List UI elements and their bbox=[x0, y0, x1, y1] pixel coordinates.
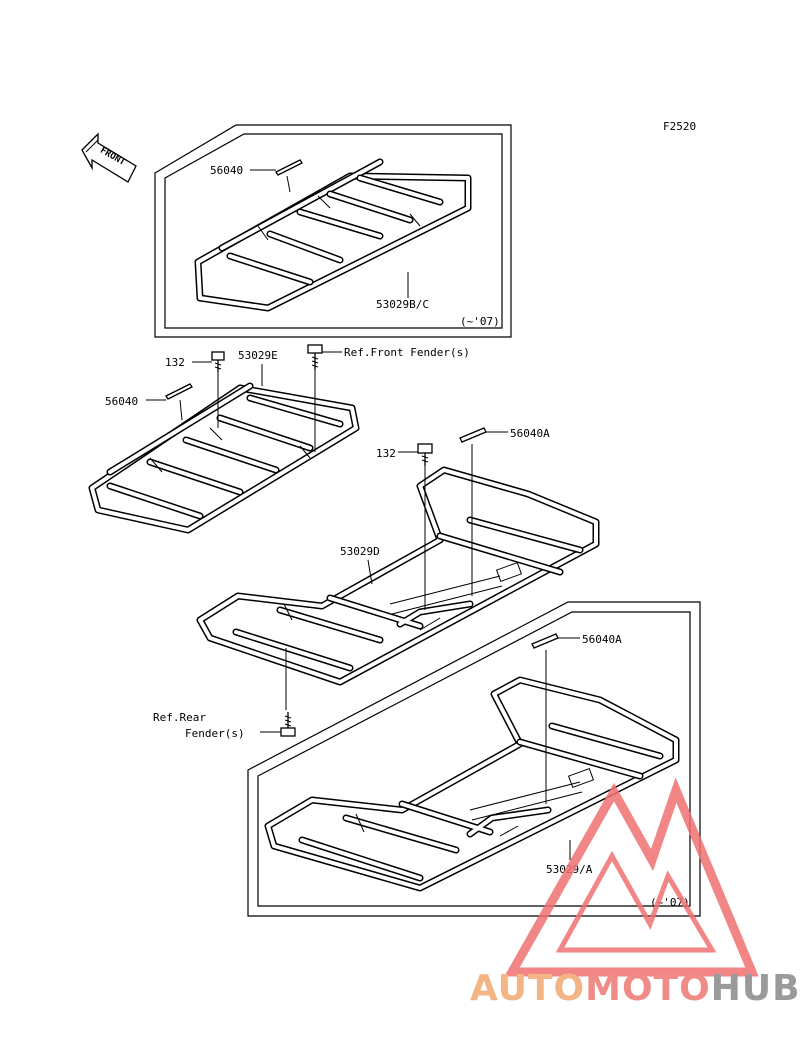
label-53029e: 53029E bbox=[238, 349, 278, 362]
front-arrow-label: FRONT bbox=[98, 146, 127, 168]
figure-code: F2520 bbox=[663, 120, 696, 133]
watermark-part2: MOTO bbox=[585, 968, 711, 1009]
top-inset-frame bbox=[154, 124, 512, 338]
watermark-part3: HUB bbox=[711, 968, 800, 1009]
front-direction-arrow-icon: FRONT bbox=[81, 132, 137, 183]
carrier-rack-rear bbox=[196, 466, 600, 686]
label-ref-rear-line2: Fender(s) bbox=[185, 727, 245, 740]
decal-56040-top bbox=[275, 159, 303, 176]
bolt-132-front-icon bbox=[211, 351, 225, 372]
label-56040a-rear: 56040A bbox=[510, 427, 550, 440]
carrier-rack-top-inset bbox=[194, 158, 472, 312]
bolt-ref-rear-fender-icon bbox=[280, 712, 296, 737]
label-132-front: 132 bbox=[165, 356, 185, 369]
bottom-inset-frame bbox=[247, 601, 701, 917]
decal-56040-front bbox=[165, 383, 193, 400]
carrier-rack-front bbox=[88, 382, 360, 534]
note-top-inset: (~'07) bbox=[460, 315, 500, 328]
carrier-rack-bottom-inset bbox=[264, 676, 680, 892]
watermark-logo-icon bbox=[504, 777, 759, 977]
watermark-text: AUTOMOTOHUB bbox=[470, 968, 800, 1009]
decal-56040a-bottom bbox=[531, 633, 559, 649]
label-ref-rear-line1: Ref.Rear bbox=[153, 711, 206, 724]
label-53029d: 53029D bbox=[340, 545, 380, 558]
watermark-part1: AUTO bbox=[470, 968, 585, 1009]
label-56040-front: 56040 bbox=[105, 395, 138, 408]
label-132-rear: 132 bbox=[376, 447, 396, 460]
label-53029bc: 53029B/C bbox=[376, 298, 429, 311]
decal-56040a-rear bbox=[459, 427, 487, 443]
label-ref-front-fender: Ref.Front Fender(s) bbox=[344, 346, 470, 359]
label-56040-top: 56040 bbox=[210, 164, 243, 177]
bolt-ref-front-fender-icon bbox=[307, 344, 323, 370]
label-56040a-bottom: 56040A bbox=[582, 633, 622, 646]
bolt-132-rear-icon bbox=[417, 443, 433, 466]
svg-text:AUTOMOTOHUB: AUTOMOTOHUB bbox=[470, 968, 800, 1009]
